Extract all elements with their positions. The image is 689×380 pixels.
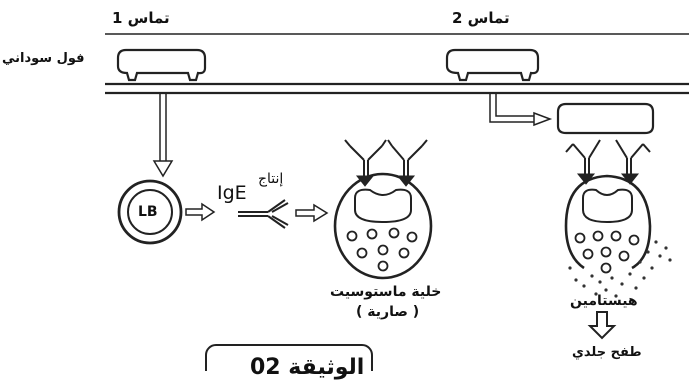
arrow-ige-to-mast-cell <box>296 205 327 221</box>
allergen-particle-contact-2 <box>447 50 538 80</box>
arrow-allergen-to-lymphocyte <box>154 93 172 176</box>
contact-1-label: تماس 1 <box>112 11 170 26</box>
ige-label: IgE <box>217 184 247 203</box>
histamine-label: هيستامين <box>570 294 638 308</box>
membrane-double-line <box>105 84 689 93</box>
production-label: إنتاج <box>258 172 283 186</box>
ige-antibody <box>238 200 288 228</box>
allergen-particle-contact-1 <box>118 50 205 80</box>
mast-cell-degranulating <box>566 140 672 298</box>
contact-2-label: تماس 2 <box>452 11 510 26</box>
arrow-histamine-to-rash <box>590 312 614 338</box>
document-caption: الوثيقة 02 <box>250 357 364 379</box>
arrow-allergen-2-to-mast-cell <box>490 93 550 125</box>
diagram-drawing <box>0 0 689 371</box>
lymphocyte-label: LB <box>138 205 158 219</box>
mast-cell-sensitized <box>335 140 431 278</box>
arrow-lymphocyte-to-ige <box>186 204 214 220</box>
allergen-label: فول سوداني <box>2 52 85 65</box>
skin-rash-label: طفح جلدي <box>572 346 642 359</box>
mast-cell-sublabel: ( صارية ) <box>356 305 419 319</box>
allergen-bridging-ige <box>558 104 653 133</box>
allergy-mechanism-diagram: تماس 1 تماس 2 فول سوداني LB IgE إنتاج خل… <box>0 0 689 371</box>
mast-cell-label: خلية ماستوسيت <box>330 285 441 299</box>
